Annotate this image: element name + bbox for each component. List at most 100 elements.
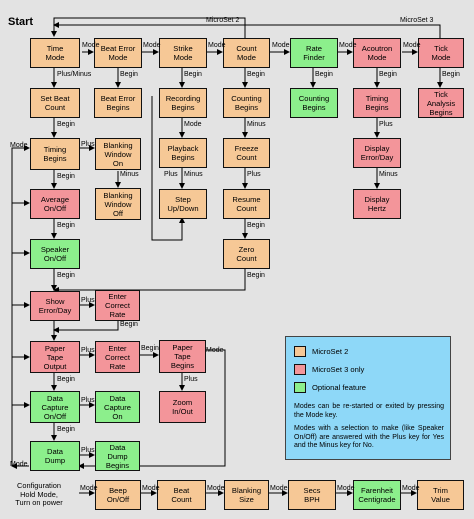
edge-label-begin: Begin (57, 222, 75, 229)
legend-note-selection: Modes with a selection to make (like Spe… (294, 425, 444, 449)
rate-finder-node: Rate Finder (290, 38, 338, 68)
blanking-window-off-node: Blanking Window Off (95, 188, 141, 220)
edge-label-begin: Begin (442, 71, 460, 78)
edge-label-mode: Mode (337, 485, 355, 492)
blanking-window-on-node: Blanking Window On (95, 138, 141, 170)
edge-label-begin: Begin (247, 272, 265, 279)
paper-tape-begins-node: Paper Tape Begins (159, 340, 206, 373)
edge-label-plus: Plus (81, 141, 95, 148)
counting-begins-optional-node: Counting Begins (290, 88, 338, 118)
microset3-label: MicroSet 3 (400, 17, 434, 24)
beep-on-off-node: Beep On/Off (95, 480, 141, 510)
edge-label-mode: Mode (207, 485, 225, 492)
edge-label-mode: Mode (143, 42, 161, 49)
edge-label-begin: Begin (315, 71, 333, 78)
edge-label-begin: Begin (120, 321, 138, 328)
edge-label-plus: Plus (81, 447, 95, 454)
edge-label-plus: Plus (184, 376, 198, 383)
microset2-label: MicroSet 2 (206, 17, 240, 24)
legend-note-restart: Modes can be re-started or exited by pre… (294, 403, 444, 419)
secs-bph-node: Secs BPH (288, 480, 336, 510)
enter-correct-rate-node-1: Enter Correct Rate (95, 290, 140, 321)
configuration-label: Configuration Hold Mode, Turn on power (15, 481, 63, 507)
trim-value-node: Trim Value (417, 480, 464, 510)
blanking-size-node: Blanking Size (224, 480, 269, 510)
edge-label-mode: Mode (206, 347, 224, 354)
legend: MicroSet 2 MicroSet 3 only Optional feat… (285, 336, 451, 460)
recording-begins-node: Recording Begins (159, 88, 207, 118)
show-error-day-node: Show Error/Day (30, 291, 80, 321)
speaker-on-off-node: Speaker On/Off (30, 239, 80, 269)
legend-swatch-microset2 (294, 346, 306, 357)
legend-swatch-optional (294, 382, 306, 393)
legend-label-microset2: MicroSet 2 (312, 347, 349, 356)
paper-tape-output-node: Paper Tape Output (30, 341, 80, 373)
timing-begins-acoutron-node: Timing Begins (353, 88, 401, 118)
beat-error-mode-node: Beat Error Mode (94, 38, 142, 68)
edge-label-mode: Mode (10, 142, 28, 149)
edge-label-begin: Begin (57, 173, 75, 180)
edge-label-plus: Plus (81, 297, 95, 304)
edge-label-mode: Mode (142, 485, 160, 492)
edge-label-begin: Begin (379, 71, 397, 78)
step-up-down-node: Step Up/Down (159, 189, 207, 219)
average-on-off-node: Average On/Off (30, 189, 80, 219)
zero-count-node: Zero Count (223, 239, 270, 269)
tick-analysis-node: Tick Analysis Begins (418, 88, 464, 118)
edge-label-mode: Mode (208, 42, 226, 49)
data-capture-on-off-node: Data Capture On/Off (30, 391, 80, 423)
edge-label-mode: Mode (339, 42, 357, 49)
edge-label-begin: Begin (57, 376, 75, 383)
edge-label-minus: Minus (247, 121, 266, 128)
edge-label-mode: Mode (80, 485, 98, 492)
edge-label-minus: Minus (120, 171, 139, 178)
farenheit-centigrade-node: Farenheit Centigrade (353, 480, 401, 510)
data-dump-node: Data Dump (30, 441, 80, 471)
time-mode-node: Time Mode (30, 38, 80, 68)
edge-label-begin: Begin (141, 345, 159, 352)
legend-label-optional: Optional feature (312, 383, 367, 392)
edge-label-begin: Begin (247, 71, 265, 78)
edge-label-plus: Plus (247, 171, 261, 178)
edge-label-mode: Mode (270, 485, 288, 492)
strike-mode-node: Strike Mode (159, 38, 207, 68)
data-capture-on-node: Data Capture On (95, 391, 140, 423)
display-error-day-node: Display Error/Day (353, 138, 401, 168)
beat-count-node: Beat Count (157, 480, 206, 510)
edge-label-plus: Plus (81, 397, 95, 404)
edge-label-mode: Mode (272, 42, 290, 49)
timing-begins-node: Timing Begins (30, 138, 80, 170)
edge-label-begin: Begin (247, 222, 265, 229)
count-mode-node: Count Mode (223, 38, 270, 68)
zoom-in-out-node: Zoom In/Out (159, 391, 206, 423)
acoutron-mode-node: Acoutron Mode (353, 38, 401, 68)
edge-label-begin: Begin (184, 71, 202, 78)
edge-label-minus: Minus (379, 171, 398, 178)
legend-label-microset3: MicroSet 3 only (312, 365, 365, 374)
edge-label-plus: Plus (81, 347, 95, 354)
tick-mode-node: Tick Mode (418, 38, 464, 68)
start-title: Start (8, 16, 34, 28)
edge-label-mode: Mode (184, 121, 202, 128)
edge-label-mode: Mode (82, 42, 100, 49)
edge-label-mode: Mode (10, 461, 28, 468)
display-hertz-node: Display Hertz (353, 189, 401, 219)
edge-label-plus: Plus (379, 121, 393, 128)
counting-begins-node: Counting Begins (223, 88, 270, 118)
resume-count-node: Resume Count (223, 189, 270, 219)
playback-begins-node: Playback Begins (159, 138, 207, 168)
set-beat-count-node: Set Beat Count (30, 88, 80, 118)
edge-label-mode: Mode (403, 42, 421, 49)
edge-label-minus: Minus (184, 171, 203, 178)
beat-error-begins-node: Beat Error Begins (94, 88, 142, 118)
edge-label-begin: Begin (57, 121, 75, 128)
edge-label-begin: Begin (120, 71, 138, 78)
edge-label-begin: Begin (57, 272, 75, 279)
edge-label-mode: Mode (402, 485, 420, 492)
enter-correct-rate-node-2: Enter Correct Rate (95, 341, 140, 373)
edge-label-begin: Begin (57, 426, 75, 433)
data-dump-begins-node: Data Dump Begins (95, 441, 140, 471)
edge-label-plus-minus: Plus/Minus (57, 71, 92, 78)
